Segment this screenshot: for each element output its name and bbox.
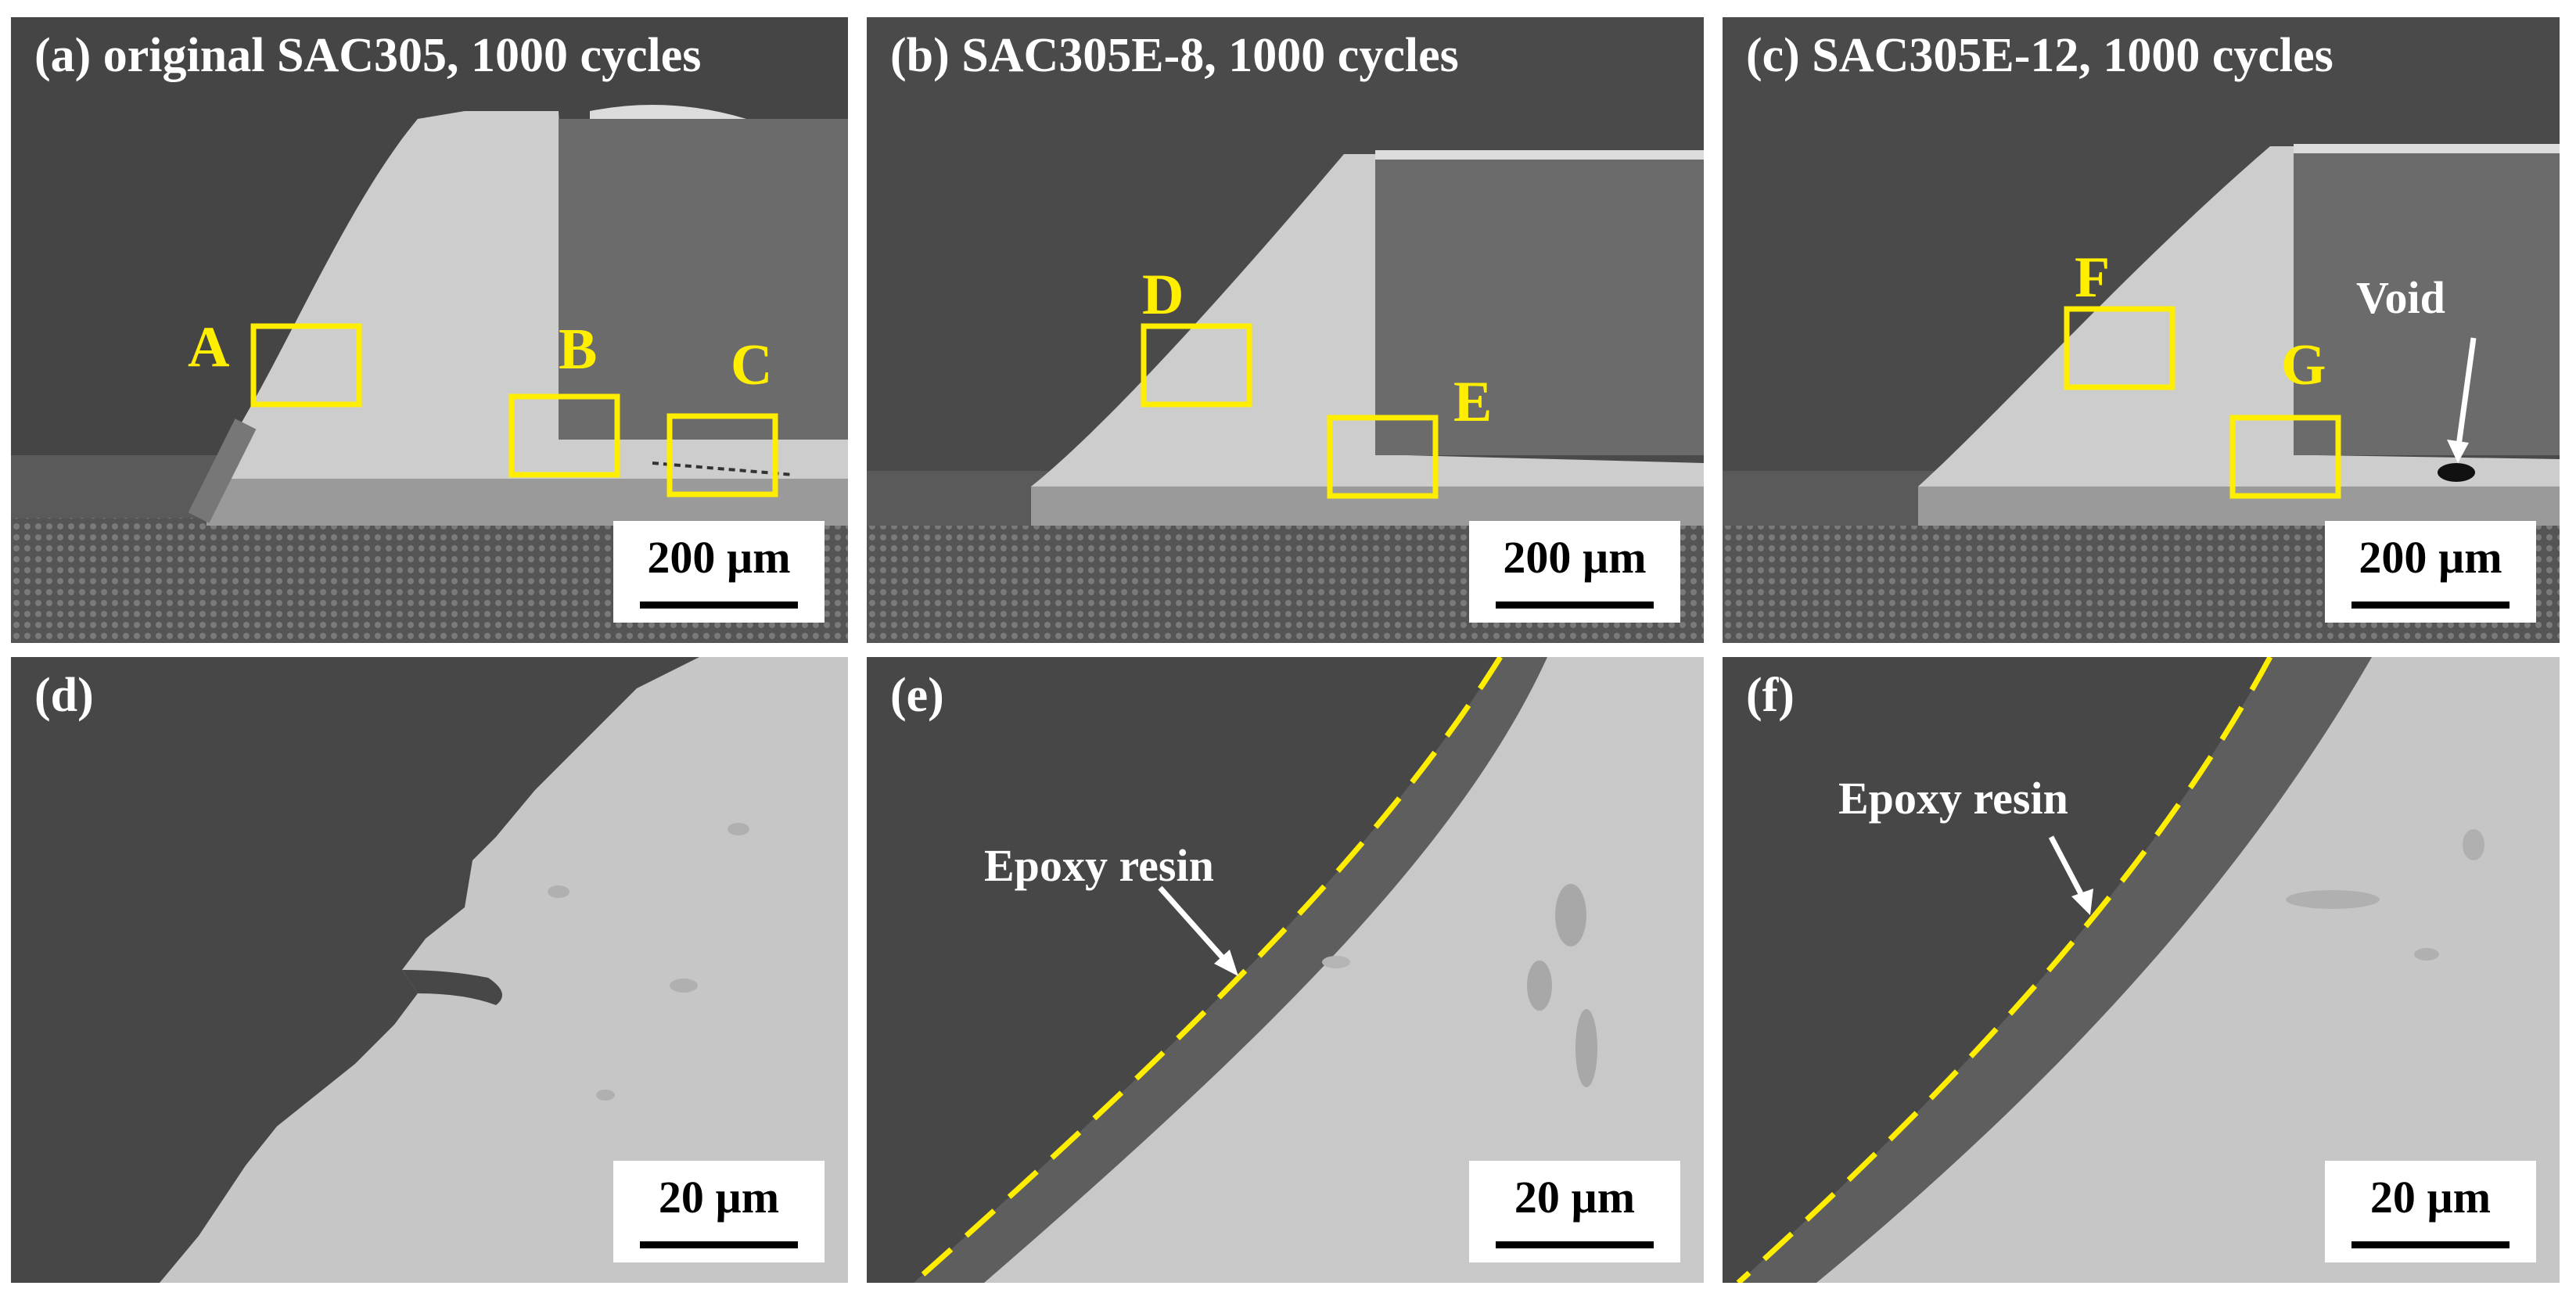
panel-a-scale-text: 200 µm: [647, 532, 791, 583]
region-label-f: F: [2075, 246, 2111, 310]
panel-f-label: (f): [1746, 669, 1795, 722]
panel-c-scale-text: 200 µm: [2359, 532, 2502, 583]
panel-d-scale-text: 20 µm: [658, 1172, 780, 1223]
panel-a-scalebar: 200 µm: [613, 521, 825, 623]
panel-f-scale-text: 20 µm: [2369, 1172, 2492, 1223]
panel-f-scalebar: 20 µm: [2325, 1161, 2536, 1262]
panel-a-label: (a) original SAC305, 1000 cycles: [34, 29, 702, 82]
panel-b-micrograph: [867, 17, 1704, 643]
region-label-a: A: [188, 315, 230, 379]
panel-d-label: (d): [34, 669, 94, 722]
void-annotation: Void: [2356, 272, 2445, 323]
region-label-d: D: [1142, 263, 1184, 327]
panel-a: (a) original SAC305, 1000 cycles A B C 2…: [11, 17, 848, 643]
region-label-g: G: [2281, 333, 2326, 397]
panel-e-scale-line: [1496, 1241, 1654, 1248]
region-label-e: E: [1453, 370, 1493, 434]
panel-b-scalebar: 200 µm: [1469, 521, 1680, 623]
panel-d-scalebar: 20 µm: [613, 1161, 825, 1262]
panel-c-label: (c) SAC305E-12, 1000 cycles: [1746, 29, 2333, 82]
epoxy-resin-annotation-f: Epoxy resin: [1838, 773, 2068, 824]
panel-b: (b) SAC305E-8, 1000 cycles D E 200 µm: [867, 17, 1704, 643]
region-label-c: C: [731, 333, 773, 397]
panel-b-label: (b) SAC305E-8, 1000 cycles: [890, 29, 1459, 82]
panel-a-scale-line: [640, 602, 798, 609]
panel-d-scale-line: [640, 1241, 798, 1248]
panel-e: (e) Epoxy resin 20 µm: [867, 657, 1704, 1283]
panel-b-scale-text: 200 µm: [1503, 532, 1647, 583]
epoxy-resin-annotation-e: Epoxy resin: [984, 840, 1214, 891]
panel-c-scale-line: [2351, 602, 2510, 609]
panel-e-scale-text: 20 µm: [1514, 1172, 1636, 1223]
panel-f-scale-line: [2351, 1241, 2510, 1248]
region-label-b: B: [559, 318, 598, 382]
panel-f: (f) Epoxy resin 20 µm: [1723, 657, 2560, 1283]
panel-d: (d) 20 µm: [11, 657, 848, 1283]
panel-e-label: (e): [890, 669, 944, 722]
panel-c-scalebar: 200 µm: [2325, 521, 2536, 623]
panel-b-scale-line: [1496, 602, 1654, 609]
panel-c: (c) SAC305E-12, 1000 cycles F G Void 200…: [1723, 17, 2560, 643]
panel-e-scalebar: 20 µm: [1469, 1161, 1680, 1262]
